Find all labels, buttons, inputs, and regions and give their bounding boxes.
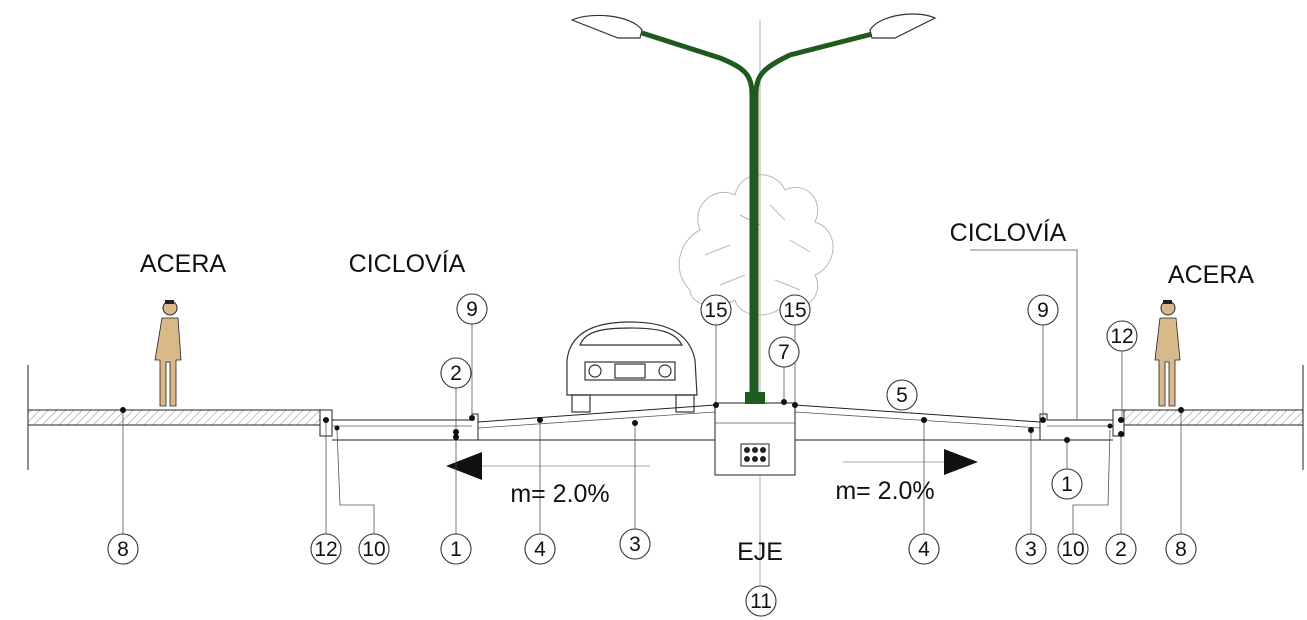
svg-text:11: 11 [750,590,772,613]
svg-text:7: 7 [778,341,790,364]
callout-12-left: 12 [310,533,342,565]
svg-text:9: 9 [1037,299,1049,322]
callout-11: 11 [745,585,777,617]
callout-8-left: 8 [107,533,139,565]
person-right-icon [1154,300,1181,407]
callout-4-left: 4 [524,533,556,565]
callout-9-left: 9 [456,293,488,325]
label-acera-right: ACERA [1168,261,1254,289]
svg-text:4: 4 [534,538,546,561]
slope-arrow-left [446,452,650,480]
svg-text:8: 8 [1175,538,1187,561]
callout-10-right: 10 [1057,533,1089,565]
callout-10-left: 10 [358,533,390,565]
callout-15-right: 15 [779,294,811,326]
svg-text:4: 4 [918,538,930,561]
svg-text:8: 8 [117,538,129,561]
svg-text:3: 3 [1025,538,1037,561]
right-curb [1112,409,1125,437]
label-ciclovia-right: CICLOVÍA [950,218,1067,247]
svg-text:1: 1 [1061,473,1073,496]
svg-text:1: 1 [450,538,462,561]
label-ciclovia-left: CICLOVÍA [349,249,466,278]
callout-15-left: 15 [700,294,732,326]
left-sidewalk [27,409,321,426]
person-left-icon [154,300,182,407]
callout-2-left: 2 [440,357,472,389]
car-icon [566,321,698,413]
label-slope-left: m= 2.0% [510,480,609,508]
callout-5: 5 [886,379,918,411]
callout-7: 7 [768,336,800,368]
callout-1-right: 1 [1051,468,1083,500]
svg-text:5: 5 [896,384,908,407]
label-slope-right: m= 2.0% [835,477,934,505]
leader-lines [122,249,1182,535]
leader-dots [120,399,1184,443]
svg-text:12: 12 [1110,325,1133,348]
svg-text:10: 10 [1061,538,1084,561]
callout-12-right: 12 [1106,320,1138,352]
conduit-icon [740,443,770,467]
svg-text:2: 2 [450,362,462,385]
street-light-pole-icon [570,13,937,404]
slope-arrow-right [843,449,978,475]
label-acera-left: ACERA [140,250,226,278]
callout-3-right: 3 [1015,533,1047,565]
callout-4-right: 4 [908,533,940,565]
callout-2-right: 2 [1105,533,1137,565]
svg-text:9: 9 [466,298,478,321]
svg-text:10: 10 [362,538,385,561]
label-axis: EJE [737,538,783,566]
callout-1-left: 1 [440,533,472,565]
callout-9-right: 9 [1027,294,1059,326]
median-box [714,402,796,476]
callout-8-right: 8 [1165,533,1197,565]
svg-text:15: 15 [783,299,806,322]
ground-profile [27,365,1304,476]
svg-text:15: 15 [704,299,727,322]
right-sidewalk [1123,409,1304,426]
svg-text:3: 3 [629,533,641,556]
svg-text:12: 12 [314,538,337,561]
svg-text:2: 2 [1115,538,1127,561]
callout-3-left: 3 [619,528,651,560]
